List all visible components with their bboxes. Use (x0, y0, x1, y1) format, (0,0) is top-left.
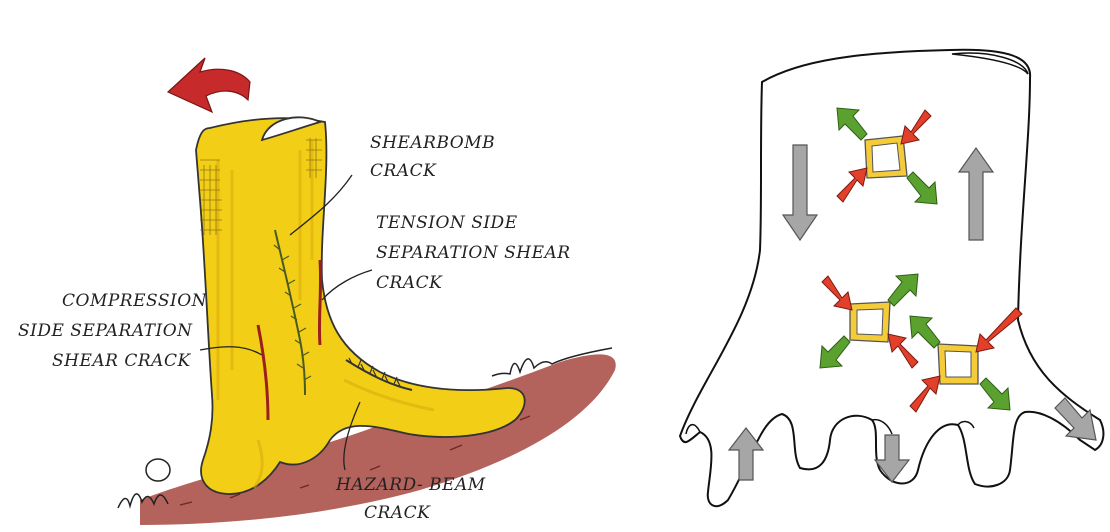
leader-tension (322, 270, 372, 300)
label-tension-line1: TENSION SIDE (376, 213, 518, 233)
shear-square-inner (945, 351, 971, 377)
label-shearbomb-line1: SHEARBOMB (370, 133, 495, 153)
pebble (146, 459, 170, 481)
label-tension-line3: CRACK (376, 273, 443, 293)
label-compression-line1: COMPRESSION (62, 291, 208, 311)
label-tension-line2: SEPARATION SHEAR (376, 243, 571, 263)
left-panel: SHEARBOMB CRACK TENSION SIDE SEPARATION … (18, 58, 616, 525)
label-compression-line3: SHEAR CRACK (52, 351, 191, 371)
label-hazard-line1: HAZARD- BEAM (335, 475, 486, 495)
right-panel (680, 50, 1103, 506)
label-compression-line2: SIDE SEPARATION (18, 321, 193, 341)
tension-crack (319, 260, 320, 345)
bend-direction-arrow (168, 58, 250, 112)
label-shearbomb-line2: CRACK (370, 161, 437, 181)
label-hazard-line2: CRACK (364, 503, 431, 523)
shear-square-inner (857, 309, 883, 335)
shear-square-inner (872, 143, 900, 172)
